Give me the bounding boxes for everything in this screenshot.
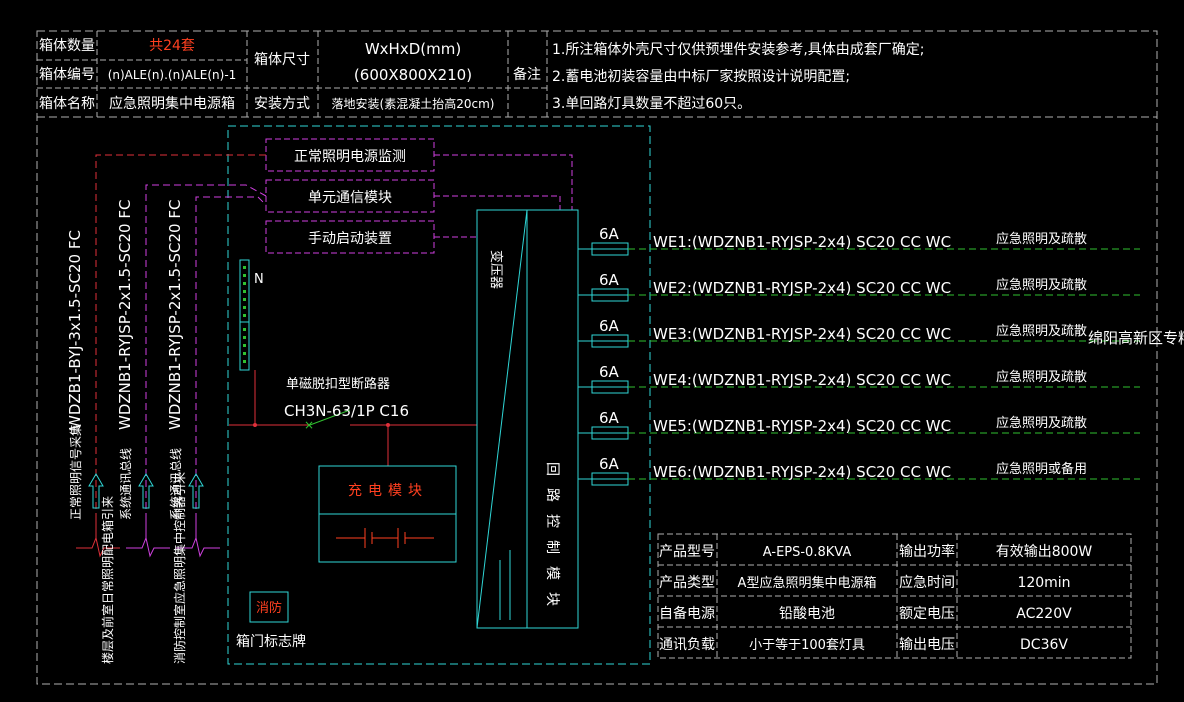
monitor-label: 正常照明电源监测 bbox=[294, 149, 406, 165]
neutral-bar bbox=[239, 259, 250, 371]
fire-sign-label: 消防 bbox=[256, 600, 282, 616]
breaker-desc: 单磁脱扣型断路器 bbox=[286, 376, 390, 392]
fuse-rating: 6A bbox=[599, 409, 620, 427]
spec-cell: 120min bbox=[1017, 575, 1070, 591]
spec-cell: 额定电压 bbox=[899, 606, 955, 622]
module-links bbox=[434, 154, 573, 238]
battery-box bbox=[318, 513, 457, 563]
neutral-label: N bbox=[254, 272, 264, 287]
fuse-rating: 6A bbox=[599, 363, 620, 381]
spec-cell: 有效输出800W bbox=[996, 544, 1093, 560]
incoming-wires bbox=[95, 154, 267, 520]
up-arrows bbox=[88, 473, 204, 509]
spec-cell: 产品类型 bbox=[659, 575, 715, 591]
incoming-note-3: 系统通讯总线 bbox=[169, 448, 183, 520]
spec-cell: 通讯负载 bbox=[659, 637, 715, 653]
bottom-note-1: 楼层及前室日常照明配电箱引来 bbox=[100, 496, 115, 664]
outer-frame bbox=[36, 30, 1158, 685]
install-value: 落地安装(素混凝土抬高20cm) bbox=[332, 96, 495, 111]
spec-cell: 铅酸电池 bbox=[779, 606, 835, 622]
header-table bbox=[37, 31, 548, 117]
bottom-note-2: 消防控制室应急照明集中控制器引来 bbox=[172, 472, 187, 664]
qty-label: 箱体数量 bbox=[39, 38, 95, 54]
code-label: 箱体编号 bbox=[39, 67, 95, 83]
breaker-model: CH3N-63/1P C16 bbox=[284, 402, 409, 420]
circuit-row: 6A WE6:(WDZNB1-RYJSP-2x4) SC20 CC WC 应急照明或… bbox=[578, 455, 1140, 486]
junction-dot bbox=[253, 423, 257, 427]
fuse-rating: 6A bbox=[599, 317, 620, 335]
circuit-use: 应急照明或备用 bbox=[996, 461, 1087, 477]
battery-symbol bbox=[336, 528, 434, 548]
size-label: 箱体尺寸 bbox=[254, 52, 310, 68]
wire-breaks bbox=[76, 520, 220, 558]
circuit-use: 应急照明及疏散 bbox=[996, 369, 1087, 385]
incoming-cable-1: WDZB1-BYJ-3x1.5-SC20 FC bbox=[66, 230, 84, 430]
transformer-label: 变压器 bbox=[488, 250, 504, 289]
fire-sign-box bbox=[249, 591, 289, 623]
comm-label: 单元通信模块 bbox=[308, 190, 392, 206]
transformer-bars bbox=[499, 550, 511, 620]
name-label: 箱体名称 bbox=[39, 96, 95, 112]
note-3: 3.单回路灯具数量不超过60只。 bbox=[552, 96, 751, 112]
spec-cell: 产品型号 bbox=[659, 544, 715, 560]
breaker-switch bbox=[309, 409, 351, 426]
spec-cell: A-EPS-0.8KVA bbox=[763, 545, 852, 560]
spec-cell: AC220V bbox=[1016, 606, 1072, 622]
note-1: 1.所注箱体外壳尺寸仅供预埋件安装参考,具体由成套厂确定; bbox=[552, 41, 925, 58]
spec-cells: 产品型号 A-EPS-0.8KVA 输出功率 有效输出800W 产品类型 A型应急照明集中… bbox=[659, 543, 1092, 653]
circuit-row: 6A WE2:(WDZNB1-RYJSP-2x4) SC20 CC WC 应急照明及… bbox=[578, 271, 1140, 302]
fuse-rating: 6A bbox=[599, 225, 620, 243]
circuit-row: 6A WE3:(WDZNB1-RYJSP-2x4) SC20 CC WC 应急照明及… bbox=[578, 317, 1140, 348]
spec-cell: 应急时间 bbox=[899, 574, 955, 591]
note-2: 2.蓄电池初装容量由中标厂家按照设计说明配置; bbox=[552, 68, 850, 85]
watermark: 绵阳高新区专精 bbox=[1088, 329, 1184, 347]
power-line bbox=[229, 370, 477, 466]
neutral-dots bbox=[243, 266, 246, 363]
junction-dot bbox=[386, 423, 390, 427]
circuit-code: WE4:(WDZNB1-RYJSP-2x4) SC20 CC WC bbox=[653, 371, 951, 389]
size-line2: (600X800X210) bbox=[354, 66, 472, 84]
spec-cell: 自备电源 bbox=[659, 605, 715, 622]
circuit-code: WE6:(WDZNB1-RYJSP-2x4) SC20 CC WC bbox=[653, 463, 951, 481]
circuit-row: 6A WE4:(WDZNB1-RYJSP-2x4) SC20 CC WC 应急照明及… bbox=[578, 363, 1140, 394]
fuse-rating: 6A bbox=[599, 455, 620, 473]
spec-cell: 小于等于100套灯具 bbox=[749, 637, 865, 653]
spec-cell: DC36V bbox=[1020, 637, 1068, 653]
circuit-code: WE3:(WDZNB1-RYJSP-2x4) SC20 CC WC bbox=[653, 325, 951, 343]
spec-cell: A型应急照明集中电源箱 bbox=[738, 575, 877, 591]
fuse-rating: 6A bbox=[599, 271, 620, 289]
circuit-row: 6A WE1:(WDZNB1-RYJSP-2x4) SC20 CC WC 应急照明及… bbox=[578, 225, 1140, 256]
circuit-code: WE1:(WDZNB1-RYJSP-2x4) SC20 CC WC bbox=[653, 233, 951, 251]
incoming-cable-2: WDZNB1-RYJSP-2x1.5-SC20 FC bbox=[116, 200, 134, 430]
incoming-note-2: 系统通讯总线 bbox=[119, 448, 133, 520]
circuit-use: 应急照明及疏散 bbox=[996, 415, 1087, 431]
breaker-x: × bbox=[304, 418, 314, 432]
circuit-row: 6A WE5:(WDZNB1-RYJSP-2x4) SC20 CC WC 应急照明及… bbox=[578, 409, 1140, 440]
charge-label: 充电模块 bbox=[348, 483, 428, 499]
circuit-use: 应急照明及疏散 bbox=[996, 323, 1087, 339]
circuit-use: 应急照明及疏散 bbox=[996, 231, 1087, 247]
qty-value: 共24套 bbox=[149, 38, 195, 54]
code-value: (n)ALE(n).(n)ALE(n)-1 bbox=[108, 68, 237, 82]
transformer-diagonal bbox=[476, 209, 528, 629]
remark-label: 备注 bbox=[513, 66, 541, 83]
manual-label: 手动启动装置 bbox=[308, 231, 392, 247]
spec-cell: 输出功率 bbox=[899, 543, 955, 560]
circuit-code: WE5:(WDZNB1-RYJSP-2x4) SC20 CC WC bbox=[653, 417, 951, 435]
output-circuits: 6A WE1:(WDZNB1-RYJSP-2x4) SC20 CC WC 应急照明及… bbox=[578, 225, 1140, 486]
name-value: 应急照明集中电源箱 bbox=[109, 95, 235, 112]
spec-table bbox=[657, 533, 1132, 659]
install-label: 安装方式 bbox=[254, 96, 310, 112]
circuit-use: 应急照明及疏散 bbox=[996, 277, 1087, 293]
spec-cell: 输出电压 bbox=[899, 637, 955, 653]
door-sign-label: 箱门标志牌 bbox=[236, 633, 306, 650]
circuit-code: WE2:(WDZNB1-RYJSP-2x4) SC20 CC WC bbox=[653, 279, 951, 297]
incoming-cable-3: WDZNB1-RYJSP-2x1.5-SC20 FC bbox=[166, 200, 184, 430]
incoming-note-1: 正常照明信号采集 bbox=[68, 424, 83, 520]
control-label: 回路控制模块 bbox=[544, 462, 560, 618]
cabinet-outline bbox=[227, 125, 651, 665]
size-line1: WxHxD(mm) bbox=[365, 40, 461, 58]
